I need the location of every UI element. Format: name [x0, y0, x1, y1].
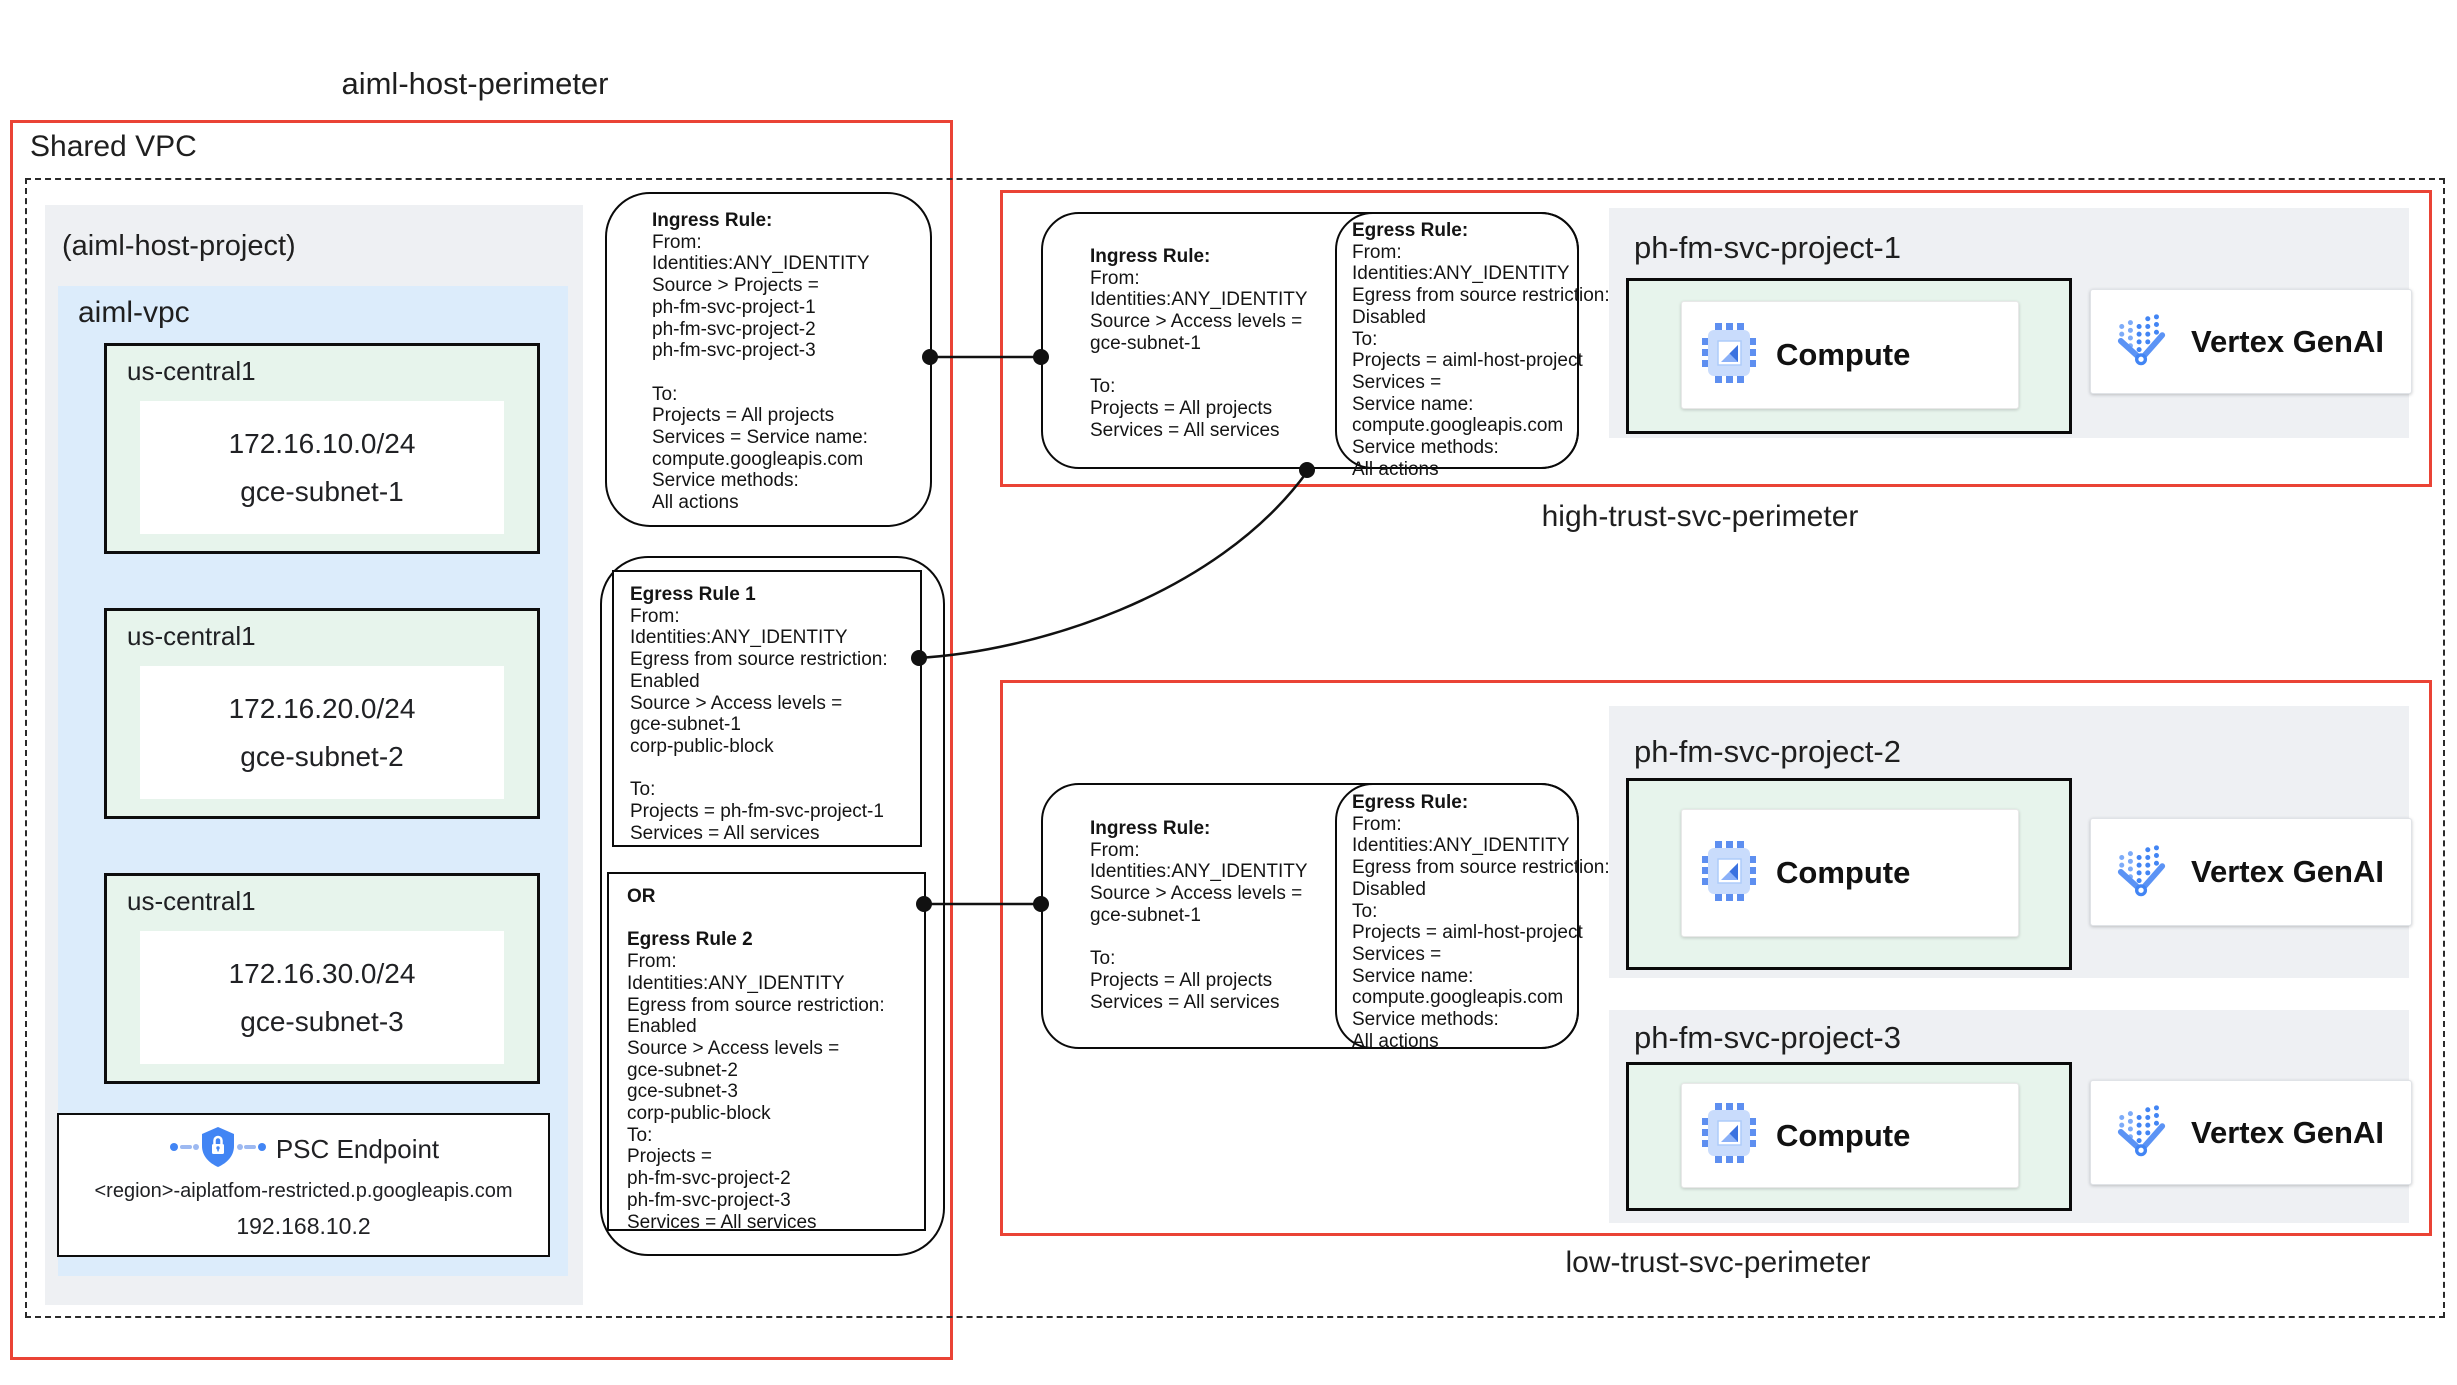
subnet-name: gce-subnet-1 [240, 475, 404, 507]
psc-endpoint-domain: <region>-aiplatfom-restricted.p.googleap… [94, 1180, 513, 1202]
subnet-detail: 172.16.30.0/24 gce-subnet-3 [140, 931, 504, 1064]
high-trust-perimeter-box [1000, 190, 2432, 487]
host-project-label: (aiml-host-project) [62, 230, 296, 262]
vertex-genai-icon [2115, 843, 2169, 902]
project-3-panel: ph-fm-svc-project-3 Compute [1609, 1010, 2412, 1223]
project-name: ph-fm-svc-project-3 [1634, 1020, 1901, 1055]
psc-shield-lock-icon [168, 1125, 268, 1174]
compute-label: Compute [1776, 1117, 1911, 1153]
subnet-cidr: 172.16.10.0/24 [228, 427, 416, 459]
subnet-detail: 172.16.20.0/24 gce-subnet-2 [140, 666, 504, 799]
host-egress-rules-container [600, 556, 945, 1256]
vertex-label: Vertex GenAI [2191, 1114, 2384, 1150]
shared-vpc-perimeter-box [10, 120, 953, 1360]
vertex-label: Vertex GenAI [2191, 323, 2384, 359]
outer-dashed-boundary [25, 178, 2445, 1318]
subnet-name: gce-subnet-2 [240, 740, 404, 772]
low-trust-ingress-text: Ingress Rule:From:Identities:ANY_IDENTIT… [1090, 818, 1308, 1013]
compute-label: Compute [1776, 855, 1911, 890]
subnet-region: us-central1 [127, 356, 256, 386]
high-trust-egress-text: Egress Rule:From:Identities:ANY_IDENTITY… [1352, 220, 1610, 480]
compute-label: Compute [1776, 337, 1911, 372]
low-trust-egress-subbox [1335, 783, 1579, 1049]
subnet-box-1: us-central1 172.16.10.0/24 gce-subnet-1 [104, 343, 540, 554]
vertex-service-card: Vertex GenAI [2090, 818, 2412, 926]
subnet-cidr: 172.16.20.0/24 [228, 692, 416, 724]
compute-service-card: Compute [1681, 809, 2019, 937]
high-trust-ingress-text: Ingress Rule:From:Identities:ANY_IDENTIT… [1090, 246, 1308, 441]
subnet-name: gce-subnet-3 [240, 1005, 404, 1037]
shared-vpc-label: Shared VPC [30, 130, 197, 163]
host-ingress-rule-box: Ingress Rule:From:Identities:ANY_IDENTIT… [605, 192, 932, 527]
host-ingress-rule-text: Ingress Rule:From:Identities:ANY_IDENTIT… [652, 210, 870, 514]
project-name: ph-fm-svc-project-1 [1634, 230, 1901, 265]
compute-chip-icon [1702, 840, 1756, 906]
subnet-box-3: us-central1 172.16.30.0/24 gce-subnet-3 [104, 873, 540, 1084]
low-trust-perimeter-label: low-trust-svc-perimeter [1565, 1246, 1871, 1279]
high-trust-perimeter-label: high-trust-svc-perimeter [1541, 500, 1859, 533]
subnet-region: us-central1 [127, 621, 256, 651]
vertex-service-card: Vertex GenAI [2090, 1080, 2412, 1185]
low-trust-rules-box [1041, 783, 1579, 1049]
project-name: ph-fm-svc-project-2 [1634, 734, 1901, 769]
project-1-panel: ph-fm-svc-project-1 Compute [1609, 208, 2412, 438]
low-trust-perimeter-box [1000, 680, 2432, 1236]
compute-service-card: Compute [1681, 1083, 2019, 1188]
subnet-region: us-central1 [127, 886, 256, 916]
subnet-detail: 172.16.10.0/24 gce-subnet-1 [140, 401, 504, 534]
psc-endpoint-ip: 192.168.10.2 [236, 1213, 371, 1239]
subnet-cidr: 172.16.30.0/24 [228, 957, 416, 989]
high-trust-egress-subbox [1335, 212, 1579, 469]
compute-service-box: Compute [1626, 778, 2072, 970]
low-trust-egress-text: Egress Rule:From:Identities:ANY_IDENTITY… [1352, 792, 1610, 1052]
vpc-label: aiml-vpc [78, 296, 190, 329]
host-perimeter-title: aiml-host-perimeter [341, 66, 609, 101]
compute-service-card: Compute [1681, 301, 2019, 409]
psc-endpoint-box: PSC Endpoint <region>-aiplatfom-restrict… [57, 1113, 550, 1257]
subnet-box-2: us-central1 172.16.20.0/24 gce-subnet-2 [104, 608, 540, 819]
vertex-genai-icon [2115, 312, 2169, 371]
compute-chip-icon [1702, 322, 1756, 388]
compute-service-box: Compute [1626, 1062, 2072, 1211]
project-2-panel: ph-fm-svc-project-2 Compute [1609, 706, 2412, 978]
vertex-label: Vertex GenAI [2191, 854, 2384, 889]
vertex-service-card: Vertex GenAI [2090, 289, 2412, 394]
high-trust-rules-box [1041, 212, 1579, 469]
compute-chip-icon [1702, 1103, 1756, 1168]
psc-endpoint-label: PSC Endpoint [275, 1134, 440, 1164]
vertex-genai-icon [2115, 1103, 2169, 1162]
compute-service-box: Compute [1626, 278, 2072, 434]
